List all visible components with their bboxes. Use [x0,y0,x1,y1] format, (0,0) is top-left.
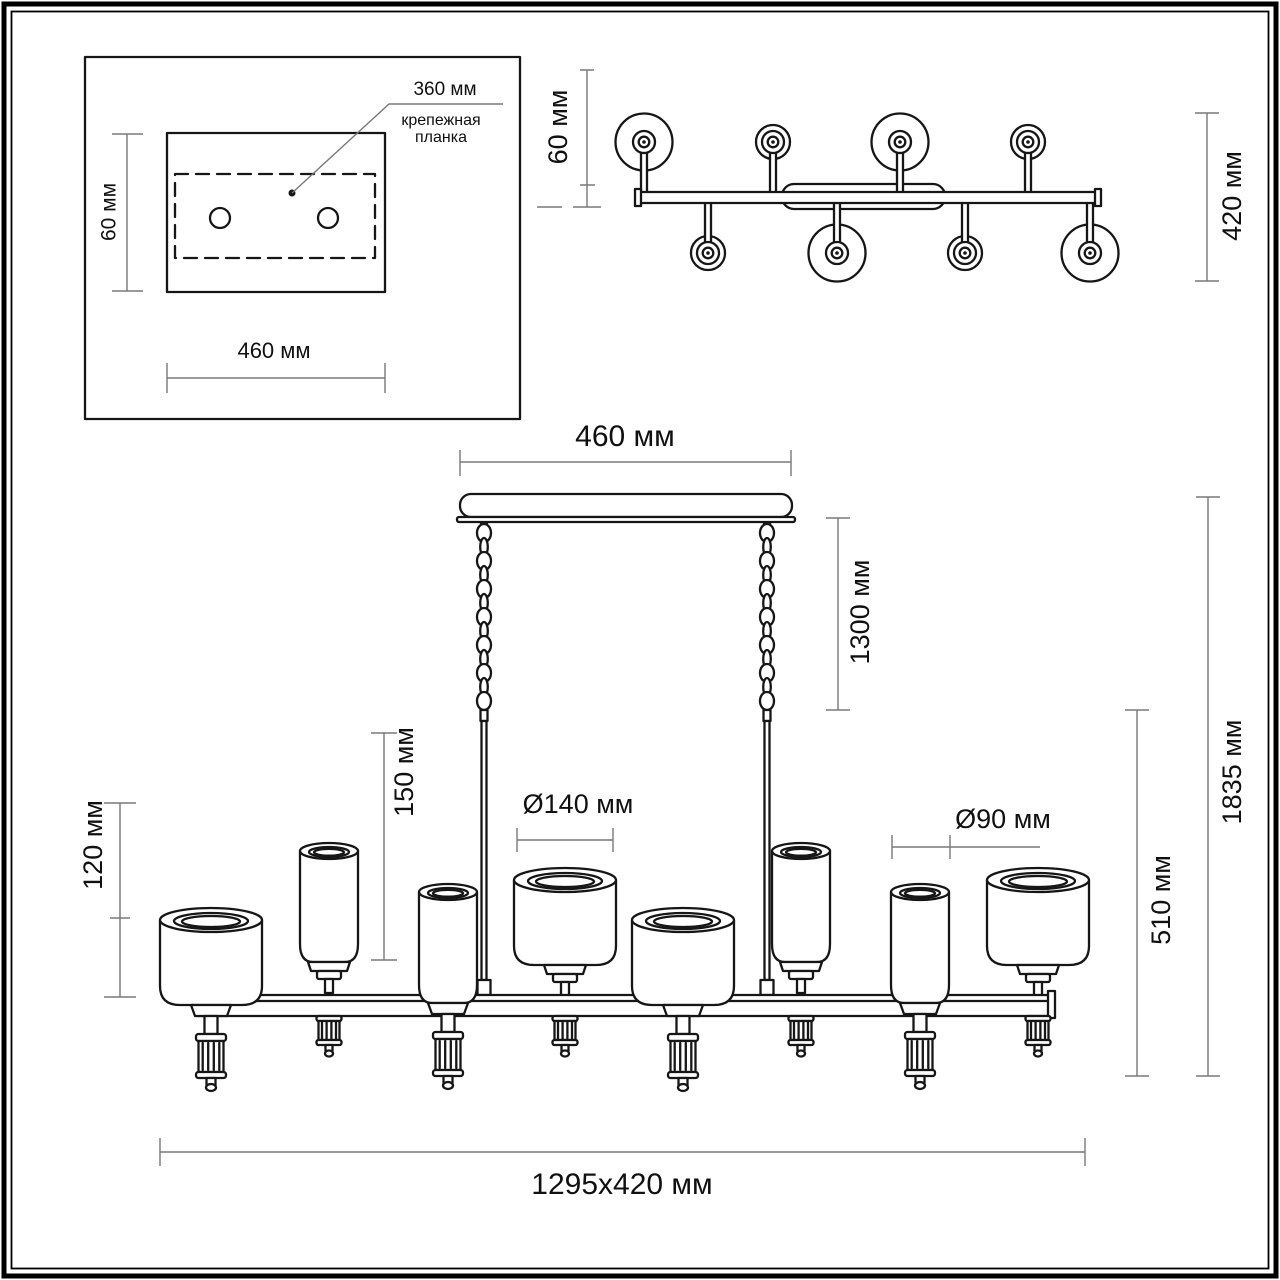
inner-frame [10,10,1270,1270]
lamp-holder [189,1003,233,1036]
dim-label-overall-size: 1295x420 мм [531,1168,712,1201]
dim-label-total-height: 1835 мм [1217,720,1247,825]
top-view-dim-depth-line [1195,112,1219,282]
finial-long [431,1030,465,1091]
dim-label-large-shade-diameter: Ø140 мм [523,789,634,819]
mount-hole-right [316,206,340,230]
inset-dim-height-line [112,133,143,292]
lamp-neck [306,960,352,995]
dim-label-plate-mount-width: 360 мм [413,79,476,100]
finial-short [551,1014,579,1058]
dim-label-canopy-width: 460 мм [575,420,675,453]
plate-label-line1: крепежная [401,112,480,129]
ceiling-canopy [458,492,794,519]
dim-large-shade-height-line [104,802,136,998]
inset-border [83,55,522,421]
lamp-shade-large-front [630,906,736,1007]
inset-dim-width-line [166,363,386,393]
canopy-lip [455,515,797,524]
dim-overall-line [159,1138,1086,1166]
lamp-shade-small-front [417,882,479,1005]
front-view: 460 мм 1300 мм 150 мм 120 мм Ø140 мм Ø90… [78,420,1247,1201]
lamp-shade-large-front [158,906,264,1007]
dim-label-plate-height: 60 мм [98,183,121,241]
finial-short [315,1014,343,1058]
mounting-plate-inset: 360 мм крепежная планка 60 мм 460 мм [83,55,522,421]
lamp-shade-large-back [985,866,1091,967]
finial-short [1024,1014,1052,1058]
lamp-holder [898,1001,942,1034]
finial-long [194,1032,228,1093]
socket-rings [760,129,786,155]
dim-canopy-width-line [459,450,792,476]
dim-label-plate-width: 460 мм [237,338,310,363]
socket-rings [952,240,978,266]
chain-left [475,515,493,997]
dim-chain-length-line [826,517,850,711]
bar-end-cap-right [1093,187,1103,208]
top-view-bar [636,190,1100,205]
top-view-dim-offset-line [537,69,601,208]
lamp-shade-small-back [298,841,360,964]
fixture-bar-end-cap [1046,989,1057,1020]
dim-label-depth: 420 мм [1217,151,1247,241]
finial-short [787,1014,815,1058]
dim-label-arm-offset: 60 мм [543,90,573,165]
plate-label-line2: планка [415,129,467,146]
dim-large-shade-diameter-line [516,828,614,852]
mounting-bar-dashed-outline [173,172,377,260]
dim-label-chain-length: 1300 мм [845,560,875,665]
dim-label-small-shade-diameter: Ø90 мм [955,804,1051,834]
front-view-dimensions: 460 мм 1300 мм 150 мм 120 мм Ø140 мм Ø90… [78,420,1247,1201]
mount-hole-left [208,206,232,230]
dim-label-large-shade-height: 120 мм [78,800,108,890]
socket-rings [824,240,850,266]
plate-outline [165,131,387,294]
top-view: 60 мм 420 мм [537,69,1247,283]
leader-line [291,103,503,194]
socket-rings [1015,129,1041,155]
dim-small-shade-diameter-line [891,835,1040,859]
lamp-neck [542,963,588,998]
dim-total-height-line [1196,496,1220,1077]
dim-small-shade-height-line [371,732,397,961]
dim-label-body-height: 510 мм [1146,855,1176,945]
finial-long [666,1032,700,1093]
socket-rings [695,240,721,266]
dim-label-small-shade-height: 150 мм [389,727,419,817]
bar-end-cap-left [633,187,643,208]
socket-rings [1077,240,1103,266]
finial-long [903,1030,937,1091]
lamp-holder [661,1003,705,1036]
socket-rings [887,129,913,155]
lamp-neck [778,960,824,995]
lamp-shade-small-front [889,882,951,1005]
lamp-shade-small-back [770,841,832,964]
dim-body-height-line [1125,709,1149,1077]
lamp-holder [426,1001,470,1034]
socket-rings [631,129,657,155]
lamp-shade-large-back [512,866,618,967]
